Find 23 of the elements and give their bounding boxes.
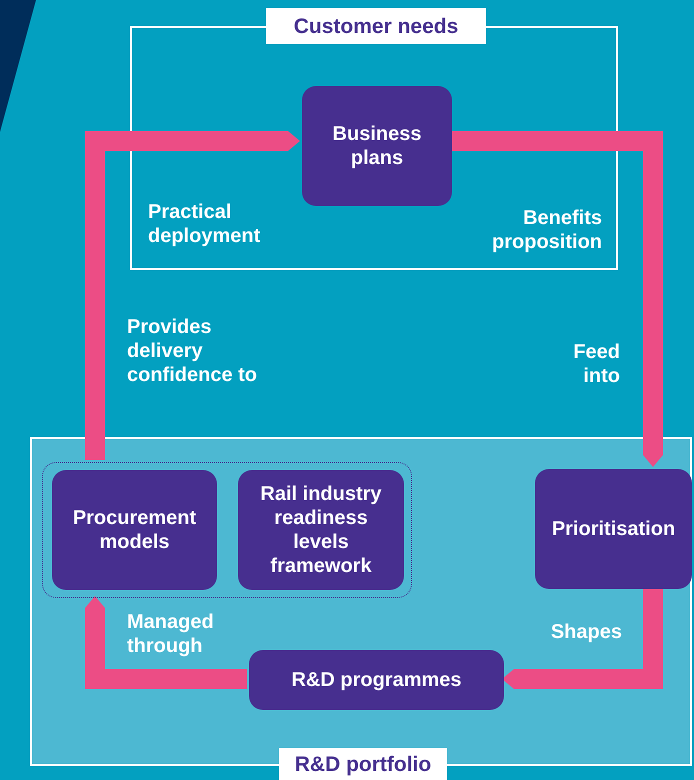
- process-box: [302, 86, 452, 206]
- dotted-group-outline: [42, 462, 412, 598]
- arrow: [502, 587, 663, 689]
- arrow: [85, 596, 247, 689]
- arrow: [85, 131, 300, 460]
- edge-label: Managed through: [127, 610, 215, 658]
- box-label: Rail industry readiness levels framework: [259, 482, 383, 578]
- box-label: Prioritisation: [552, 517, 676, 541]
- arrow: [450, 131, 663, 467]
- process-box: [535, 469, 692, 589]
- edge-label: Provides delivery confidence to: [127, 315, 257, 387]
- process-box: [238, 470, 404, 590]
- flow-note: Benefits proposition: [491, 206, 602, 254]
- box-label: R&D programmes: [291, 668, 462, 692]
- box-label: Business plans: [332, 122, 422, 170]
- edge-label: Feed into: [572, 340, 620, 388]
- process-box: [249, 650, 504, 710]
- box-label: Procurement models: [72, 506, 198, 554]
- edge-label: Shapes: [550, 620, 622, 644]
- process-box: [52, 470, 217, 590]
- frame-heading: Customer needs: [266, 8, 486, 44]
- flow-note: Practical deployment: [148, 200, 262, 248]
- frame-heading: R&D portfolio: [279, 748, 447, 780]
